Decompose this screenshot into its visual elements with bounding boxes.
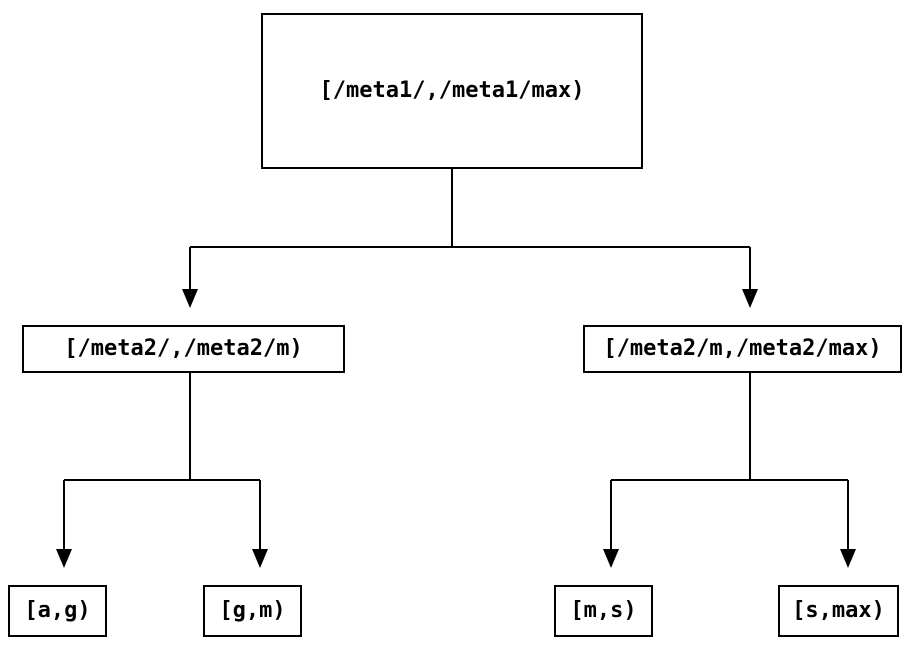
node-meta2-left-range: [/meta2/,/meta2/m) xyxy=(22,325,345,373)
node-leaf-smax-range: [s,max) xyxy=(778,585,899,637)
node-root-range: [/meta1/,/meta1/max) xyxy=(261,13,643,169)
node-leaf-gm-range: [g,m) xyxy=(203,585,302,637)
arrowhead-down-icon xyxy=(603,549,619,568)
arrowhead-down-icon xyxy=(252,549,268,568)
arrowhead-down-icon xyxy=(56,549,72,568)
arrowhead-down-icon xyxy=(742,289,758,308)
node-leaf-ag-range: [a,g) xyxy=(8,585,107,637)
node-leaf-ms-range: [m,s) xyxy=(554,585,653,637)
node-meta2-right-range: [/meta2/m,/meta2/max) xyxy=(583,325,902,373)
arrowhead-down-icon xyxy=(182,289,198,308)
arrowhead-down-icon xyxy=(840,549,856,568)
